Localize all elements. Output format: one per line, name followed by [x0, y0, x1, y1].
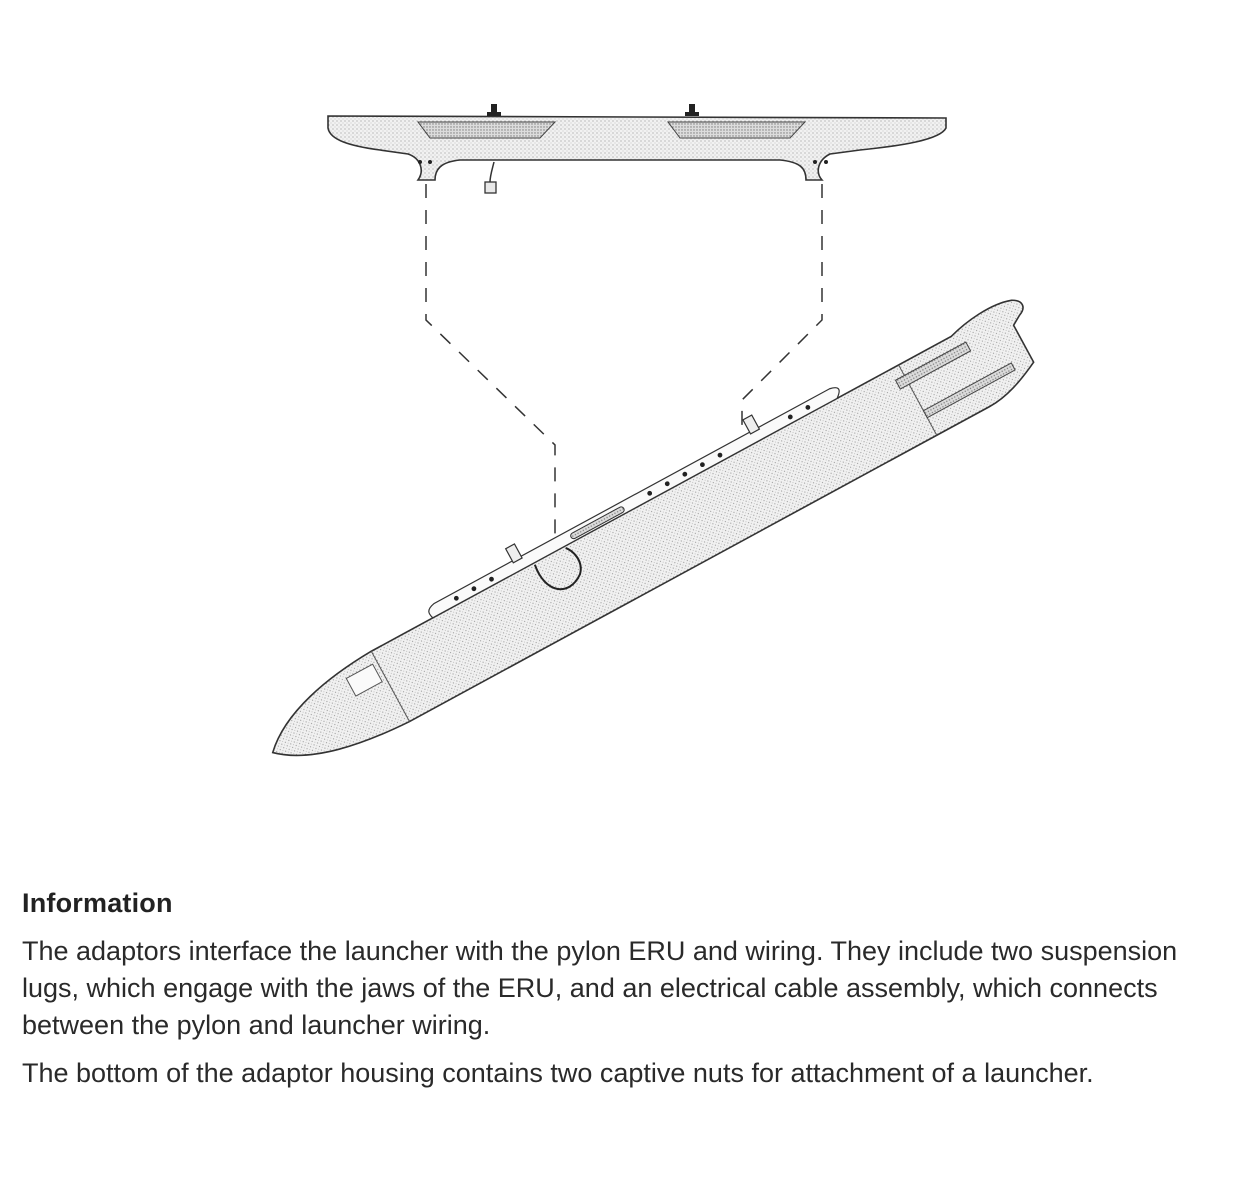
launcher [271, 299, 1035, 757]
information-paragraph-1: The adaptors interface the launcher with… [22, 936, 1178, 1040]
alignment-dashed-lines [425, 184, 823, 535]
adaptor-launcher-illustration [271, 104, 1035, 757]
pylon-adaptor [327, 104, 947, 194]
information-paragraph-2: The bottom of the adaptor housing contai… [22, 1058, 1094, 1088]
information-section: Information The adaptors interface the l… [22, 888, 1222, 1103]
information-heading: Information [22, 888, 173, 918]
